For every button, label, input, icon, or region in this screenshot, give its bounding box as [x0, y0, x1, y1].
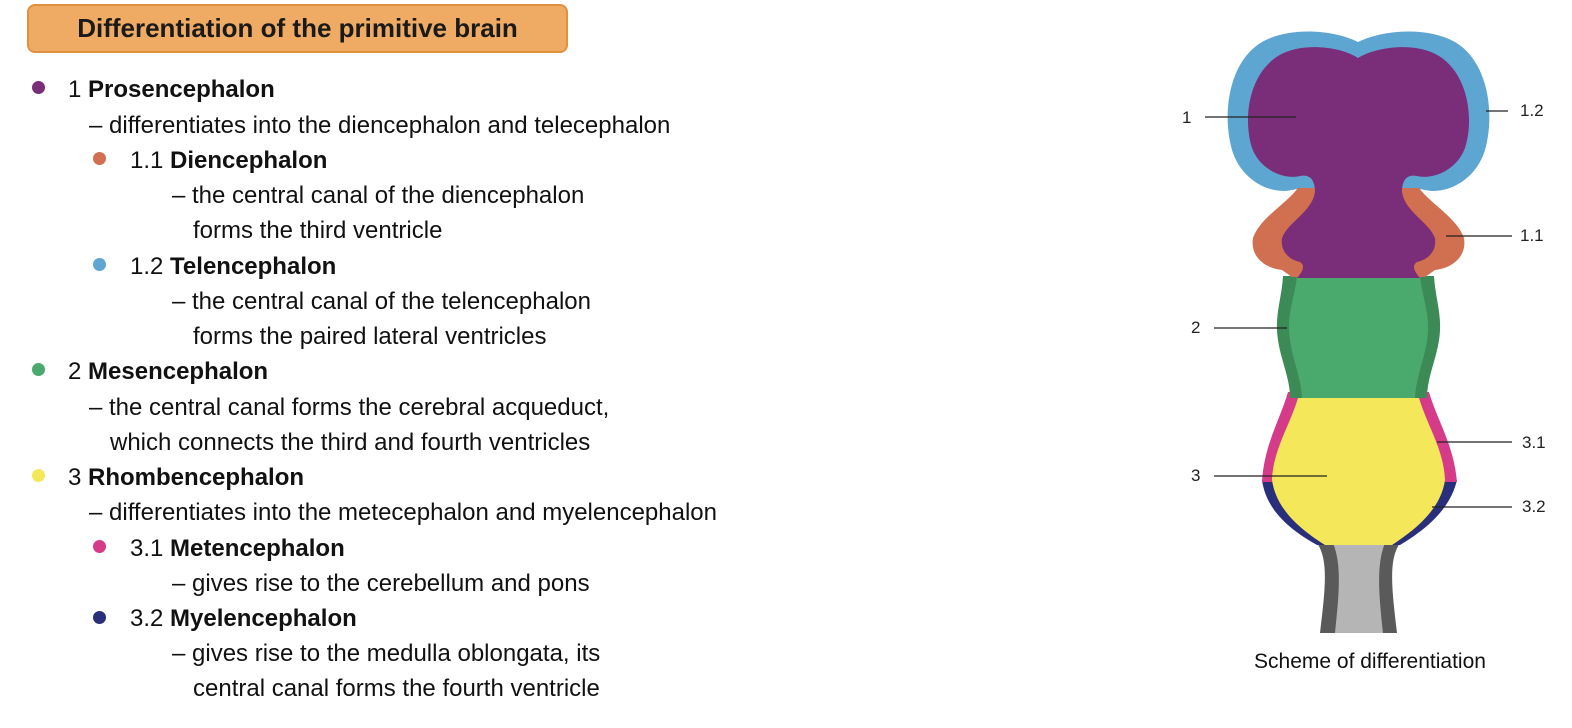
- spinal-cord: [1333, 543, 1385, 633]
- myelencephalon-desc-line1: – gives rise to the medulla oblongata, i…: [172, 640, 601, 667]
- label-3-1: 3.1: [1522, 433, 1546, 452]
- title-banner: Differentiation of the primitive brain: [27, 4, 568, 53]
- label-1-2: 1.2: [1520, 101, 1544, 120]
- diencephalon-bullet: [93, 152, 106, 165]
- label-2: 2: [1191, 318, 1201, 337]
- mesencephalon-desc-line1: – the central canal forms the cerebral a…: [89, 394, 610, 421]
- rhombencephalon-bullet: [32, 469, 45, 482]
- prosencephalon-bullet: [32, 81, 45, 94]
- myelencephalon-bullet: [93, 611, 106, 624]
- page-title: Differentiation of the primitive brain: [77, 13, 518, 43]
- diagram-caption: Scheme of differentiation: [1254, 650, 1486, 673]
- telencephalon-desc-line1: – the central canal of the telencephalon: [172, 288, 591, 315]
- mesencephalon: [1288, 276, 1429, 398]
- rhombencephalon-desc: – differentiates into the metecephalon a…: [89, 499, 717, 526]
- label-3-2: 3.2: [1522, 497, 1546, 516]
- mesencephalon-heading: 2 Mesencephalon: [68, 358, 269, 385]
- myelencephalon-desc-line2: central canal forms the fourth ventricle: [193, 675, 600, 702]
- prosencephalon: [1247, 47, 1470, 278]
- metencephalon-bullet: [93, 540, 106, 553]
- metencephalon-heading: 3.1 Metencephalon: [130, 535, 345, 562]
- prosencephalon-desc: – differentiates into the diencephalon a…: [89, 112, 671, 139]
- mesencephalon-bullet: [32, 363, 45, 376]
- telencephalon-bullet: [93, 258, 106, 271]
- label-3: 3: [1191, 466, 1201, 485]
- diencephalon-heading: 1.1 Diencephalon: [130, 147, 328, 174]
- label-1-1: 1.1: [1520, 226, 1544, 245]
- telencephalon-desc-line2: forms the paired lateral ventricles: [193, 323, 547, 350]
- mesencephalon-desc-line2: which connects the third and fourth vent…: [110, 429, 591, 456]
- prosencephalon-heading: 1 Prosencephalon: [68, 76, 275, 103]
- myelencephalon-heading: 3.2 Myelencephalon: [130, 605, 357, 632]
- label-1: 1: [1182, 108, 1192, 127]
- rhombencephalon: [1272, 398, 1445, 545]
- telencephalon-heading: 1.2 Telencephalon: [130, 253, 337, 280]
- diencephalon-desc-line1: – the central canal of the diencephalon: [172, 182, 585, 209]
- brain-differentiation-scheme: [1205, 31, 1512, 633]
- diencephalon-desc-line2: forms the third ventricle: [193, 217, 443, 244]
- rhombencephalon-heading: 3 Rhombencephalon: [68, 464, 305, 491]
- metencephalon-desc: – gives rise to the cerebellum and pons: [172, 570, 590, 597]
